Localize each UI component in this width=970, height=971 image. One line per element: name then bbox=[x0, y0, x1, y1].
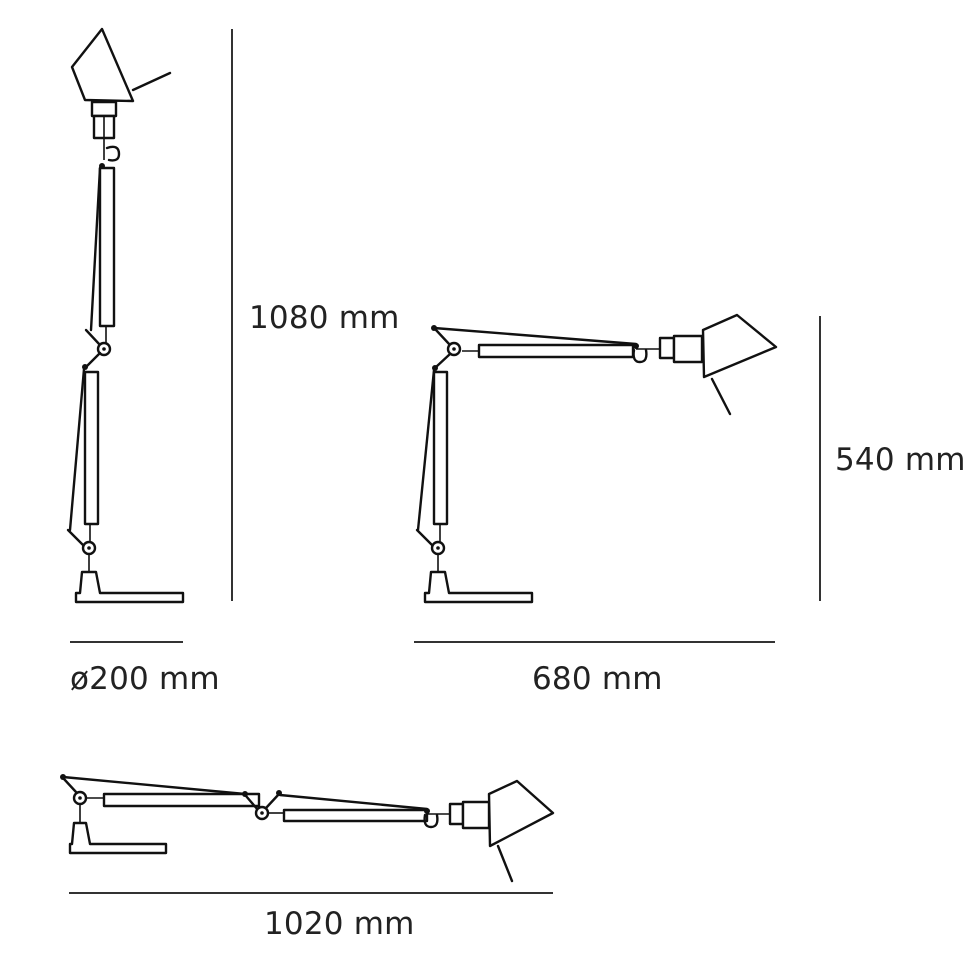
desk-height-label: 540 mm bbox=[835, 442, 966, 478]
desk-width-label: 680 mm bbox=[532, 661, 663, 697]
extended-width-label: 1020 mm bbox=[264, 906, 415, 942]
lamp-shade-icon bbox=[70, 27, 135, 103]
upright-height-label: 1080 mm bbox=[249, 300, 400, 336]
base-diameter-label: ø200 mm bbox=[70, 661, 220, 697]
lamp-shade-icon bbox=[487, 779, 555, 848]
lamp-shade-icon bbox=[701, 313, 778, 379]
upright-lamp-figure bbox=[66, 27, 185, 604]
desk-lamp-figure bbox=[415, 313, 778, 604]
extended-lamp-figure bbox=[60, 774, 555, 883]
